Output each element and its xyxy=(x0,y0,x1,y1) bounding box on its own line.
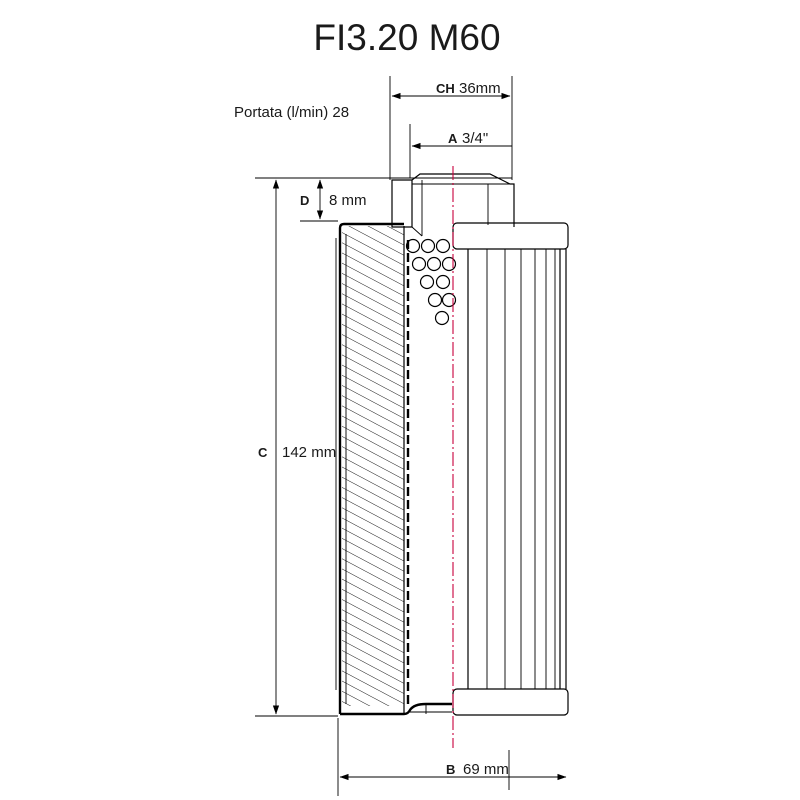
dimension-b-key: B xyxy=(446,762,455,777)
filter-exterior-view xyxy=(452,222,569,716)
dimension-b-value: 69 mm xyxy=(463,761,509,778)
dimension-c-key: C xyxy=(258,445,268,460)
dimension-ch-key: CH xyxy=(436,81,455,96)
dimension-d-key: D xyxy=(300,193,309,208)
dimension-a-value: 3/4" xyxy=(462,130,488,147)
hex-nut xyxy=(391,173,515,237)
dimension-ch: CH 36mm xyxy=(389,76,513,180)
dimension-b: B 69 mm xyxy=(337,718,567,796)
dimension-a: A 3/4" xyxy=(409,124,512,178)
dimension-a-key: A xyxy=(448,131,458,146)
dimension-ch-value: 36mm xyxy=(459,80,501,97)
perforated-core xyxy=(405,238,457,326)
dimension-d-value: 8 mm xyxy=(329,192,367,209)
drawing-title: FI3.20 M60 xyxy=(313,17,500,58)
dimension-d: D 8 mm xyxy=(300,179,367,220)
dimension-c: C 142 mm xyxy=(258,179,336,715)
filter-media-section xyxy=(335,222,452,716)
dimension-c-value: 142 mm xyxy=(282,444,336,461)
flow-rate-label: Portata (l/min) 28 xyxy=(234,104,349,121)
